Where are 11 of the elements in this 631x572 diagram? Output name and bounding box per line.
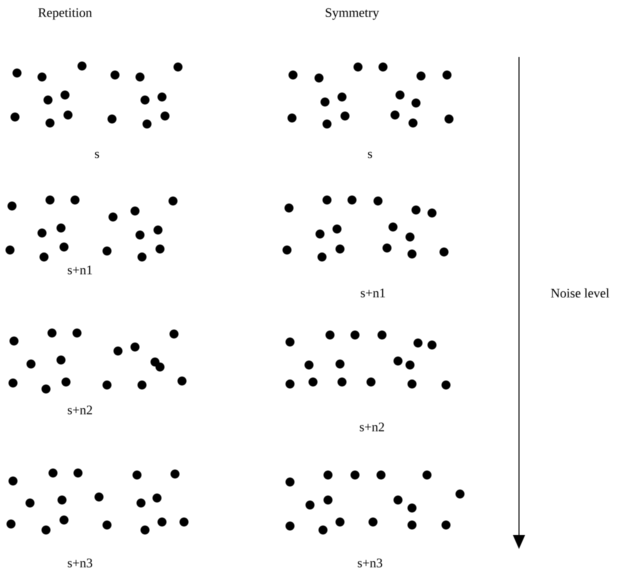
label: Noise level xyxy=(550,288,610,298)
label: Repetition xyxy=(38,8,92,20)
label: s+n3 xyxy=(358,558,382,568)
label: s xyxy=(95,152,100,158)
label: s+n2 xyxy=(360,422,384,432)
label: s+n2 xyxy=(68,406,92,414)
label: s+n1 xyxy=(68,266,92,274)
label: s+n1 xyxy=(360,288,385,298)
label: Symmetry xyxy=(326,8,380,20)
label: s+n3 xyxy=(68,558,92,568)
label: s xyxy=(368,152,372,158)
